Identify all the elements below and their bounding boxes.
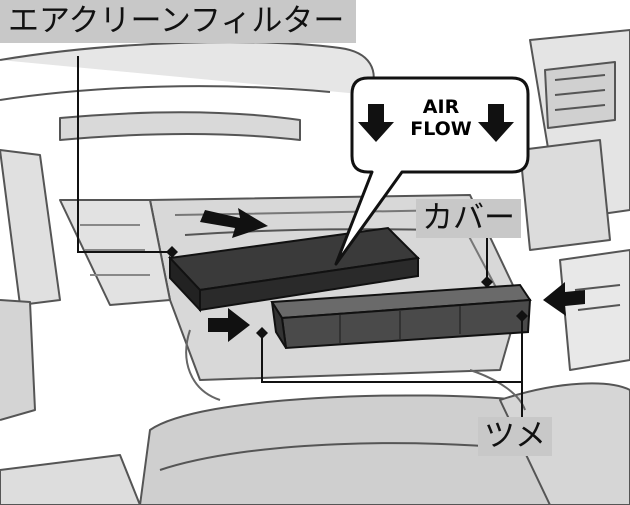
leader-markers bbox=[166, 246, 528, 339]
push-arrow-left-icon bbox=[208, 308, 250, 342]
leader-lines bbox=[77, 56, 523, 417]
cover-label: カバー bbox=[416, 199, 521, 238]
airflow-line-1: AIR bbox=[422, 96, 460, 118]
down-arrow-icon bbox=[358, 104, 394, 142]
filter-label: エアクリーンフィルター bbox=[0, 0, 357, 43]
push-arrow-right-icon bbox=[543, 282, 585, 316]
air-clean-filter bbox=[167, 226, 421, 313]
airflow-text: AIR FLOW bbox=[405, 96, 477, 140]
tab-label: ツメ bbox=[478, 417, 552, 456]
cover bbox=[270, 283, 532, 350]
insert-direction-arrow-icon bbox=[200, 208, 268, 238]
down-arrow-icon bbox=[478, 104, 514, 142]
airflow-line-2: FLOW bbox=[410, 118, 472, 140]
